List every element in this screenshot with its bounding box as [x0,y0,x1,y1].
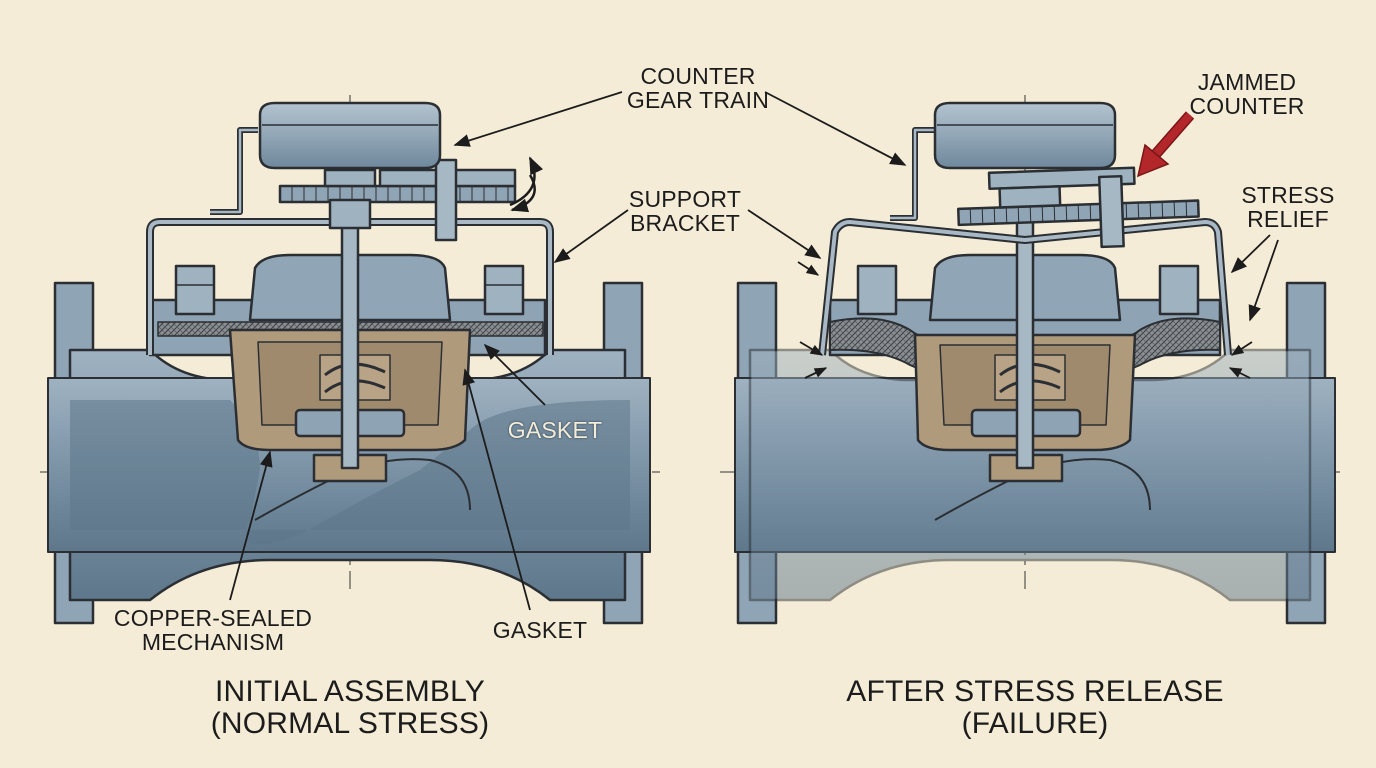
support-bracket-label: SUPPORT BRACKET [628,186,742,237]
gasket-upper-label: GASKET [507,417,603,443]
red-arrow-icon [1136,111,1195,178]
copper-sealed-mechanism-label: COPPER-SEALED MECHANISM [113,605,313,656]
right-valve [720,95,1340,625]
left-valve [40,95,660,625]
left-caption: INITIAL ASSEMBLY (NORMAL STRESS) [210,675,490,740]
leader-lines [229,91,1279,611]
right-caption: AFTER STRESS RELEASE (FAILURE) [846,675,1224,740]
counter-gear-train-label: COUNTER GEAR TRAIN [626,63,770,114]
rotation-arrow-icon [509,156,544,213]
gasket-lower-label: GASKET [492,617,588,643]
stress-arrows [797,261,1253,379]
stress-relief-label: STRESS RELIEF [1241,182,1335,233]
jammed-counter-label: JAMMED COUNTER [1189,69,1305,120]
